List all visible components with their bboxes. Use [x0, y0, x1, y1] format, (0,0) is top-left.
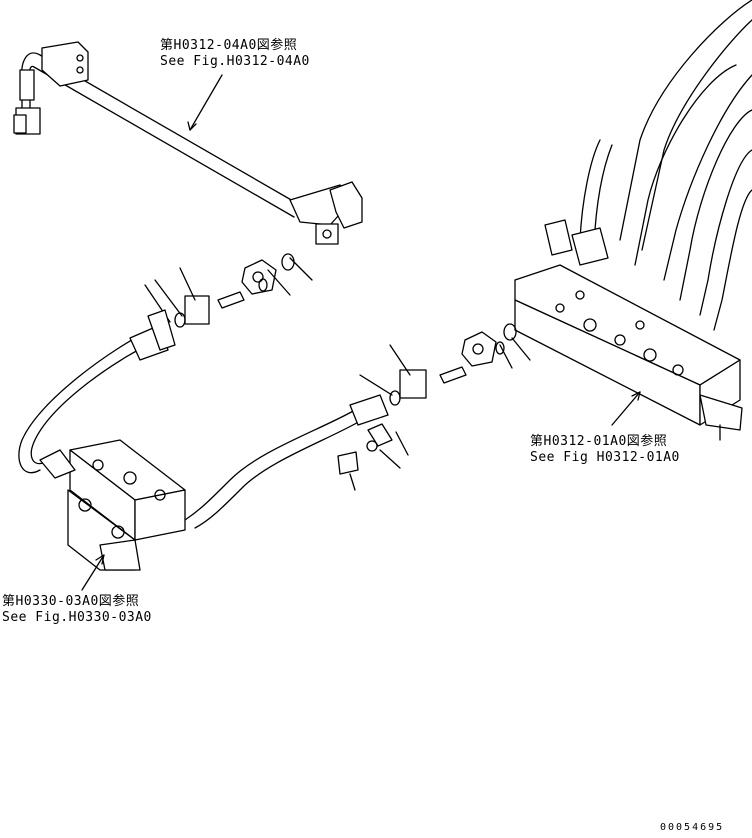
callout-ref-h0330-03a0: 第H0330-03A0図参照 See Fig.H0330-03A0	[2, 594, 152, 626]
callout-jp-text: 第H0312-04A0図参照	[160, 38, 298, 53]
callout-en-text: See Fig.H0312-04A0	[160, 54, 310, 69]
lower-hoses	[18, 309, 389, 529]
document-number: 00054695	[660, 822, 725, 833]
left-valve-block	[39, 439, 186, 591]
callout-en-text: See Fig H0312-01A0	[530, 450, 680, 465]
callout-jp-text: 第H0312-01A0図参照	[530, 434, 668, 449]
flange-group-upper	[144, 253, 313, 328]
callout-ref-h0312-01a0: 第H0312-01A0図参照 See Fig H0312-01A0	[530, 434, 680, 466]
upper-tube-assembly	[13, 41, 363, 245]
flange-group-lower	[337, 323, 531, 491]
hose-bundle	[544, 0, 752, 331]
callout-ref-h0312-04a0: 第H0312-04A0図参照 See Fig.H0312-04A0	[160, 38, 310, 70]
right-manifold-block	[514, 264, 743, 441]
callout-en-text: See Fig.H0330-03A0	[2, 610, 152, 625]
callout-jp-text: 第H0330-03A0図参照	[2, 594, 140, 609]
